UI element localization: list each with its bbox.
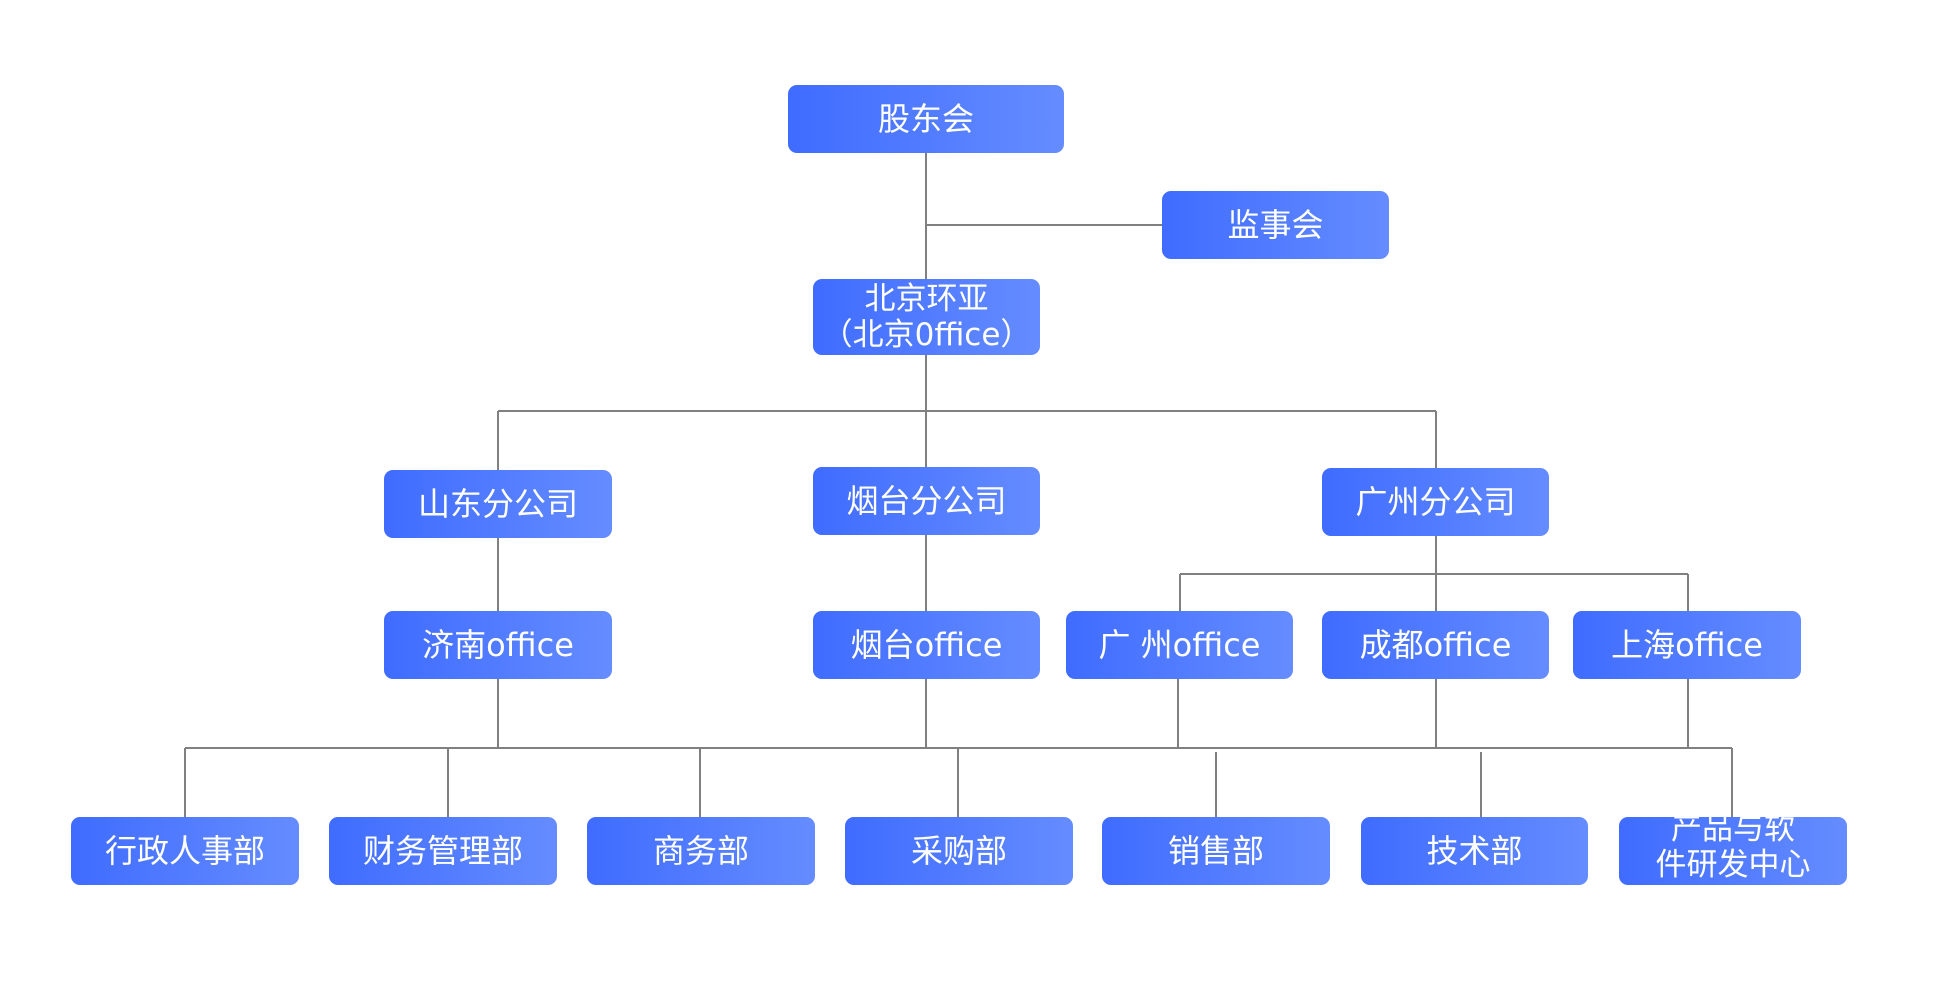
guangzhou-office-node: 广 州office bbox=[1066, 611, 1293, 679]
rd-center-line2: 件研发中心 bbox=[1655, 847, 1811, 883]
shandong-branch-node: 山东分公司 bbox=[384, 470, 612, 538]
chengdu-office-node: 成都office bbox=[1322, 611, 1549, 679]
shanghai-office-node: 上海office bbox=[1573, 611, 1801, 679]
guangzhou-branch-node: 广州分公司 bbox=[1322, 468, 1549, 536]
shareholders-meeting-node: 股东会 bbox=[788, 85, 1064, 153]
supervisory-board-node: 监事会 bbox=[1162, 191, 1389, 259]
procurement-department-node: 采购部 bbox=[845, 817, 1073, 885]
admin-hr-department-node: 行政人事部 bbox=[71, 817, 299, 885]
headquarters-name: 北京环亚 bbox=[864, 281, 989, 317]
beijing-headquarters-node: 北京环亚 （北京0ffice） bbox=[813, 279, 1040, 355]
jinan-office-node: 济南office bbox=[384, 611, 612, 679]
business-department-node: 商务部 bbox=[587, 817, 815, 885]
yantai-branch-node: 烟台分公司 bbox=[813, 467, 1040, 535]
sales-department-node: 销售部 bbox=[1102, 817, 1330, 885]
headquarters-office: （北京0ffice） bbox=[821, 317, 1032, 353]
yantai-office-node: 烟台office bbox=[813, 611, 1040, 679]
rd-center-line1: 产品与软 bbox=[1671, 811, 1795, 847]
product-software-rd-center-node: 产品与软 件研发中心 bbox=[1619, 811, 1847, 885]
finance-department-node: 财务管理部 bbox=[329, 817, 557, 885]
technology-department-node: 技术部 bbox=[1361, 817, 1588, 885]
